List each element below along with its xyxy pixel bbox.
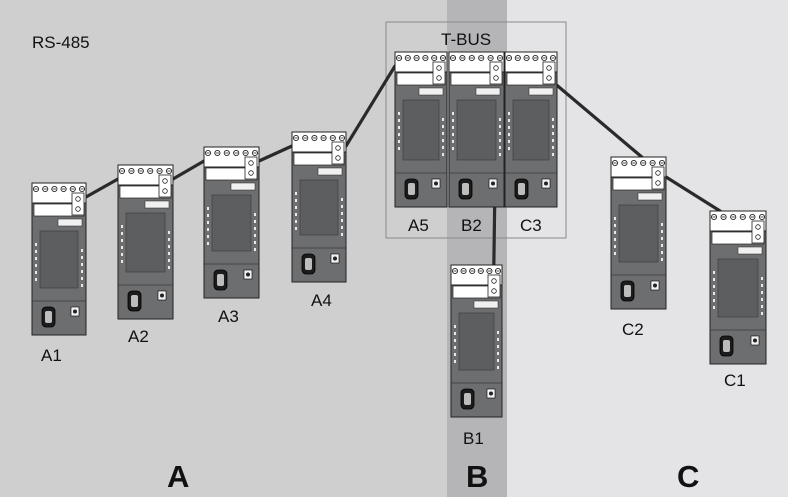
brand-logo-icon <box>418 87 444 96</box>
module-label-c2: C2 <box>622 320 644 339</box>
module-label-b2: B2 <box>461 216 482 235</box>
wire-c2-c1 <box>664 175 722 213</box>
connection-wires <box>84 64 722 267</box>
module-label-a1: A1 <box>41 346 62 365</box>
module-label-b1: B1 <box>463 429 484 448</box>
rs485-label: RS-485 <box>32 33 90 52</box>
module-b2 <box>448 51 505 208</box>
module-a5 <box>394 51 448 208</box>
module-label-a5: A5 <box>408 216 429 235</box>
module-a4 <box>291 131 347 283</box>
zone-label-a: A <box>167 459 189 494</box>
brand-logo-icon <box>737 246 763 255</box>
module-label-a2: A2 <box>128 327 149 346</box>
module-label-c1: C1 <box>724 371 746 390</box>
brand-logo-icon <box>475 87 501 96</box>
modules-layer <box>31 51 767 418</box>
module-a1 <box>31 182 87 336</box>
module-a3 <box>203 146 260 299</box>
brand-logo-icon <box>637 192 663 201</box>
module-a2 <box>117 164 174 320</box>
brand-logo-icon <box>230 182 256 191</box>
brand-logo-icon <box>57 218 83 227</box>
wire-a3-a4 <box>257 144 294 163</box>
module-label-a4: A4 <box>311 291 332 310</box>
brand-logo-icon <box>317 167 343 176</box>
module-c2 <box>610 156 667 310</box>
wire-a2-a3 <box>171 159 206 181</box>
module-b1 <box>450 264 503 418</box>
wire-b2-b1 <box>492 205 497 267</box>
zone-label-b: B <box>466 459 488 494</box>
brand-logo-icon <box>473 300 499 309</box>
brand-logo-icon <box>528 87 554 96</box>
module-label-a3: A3 <box>218 307 239 326</box>
zone-label-c: C <box>677 459 699 494</box>
module-c3 <box>504 51 558 208</box>
wire-c3-c2 <box>551 80 644 159</box>
brand-logo-icon <box>144 200 170 209</box>
module-c1 <box>709 210 767 365</box>
tbus-group-frame <box>385 21 567 239</box>
module-label-c3: C3 <box>520 216 542 235</box>
wire-a4-a5 <box>344 64 397 148</box>
tbus-label: T-BUS <box>441 30 491 49</box>
wire-a1-a2 <box>84 177 120 199</box>
